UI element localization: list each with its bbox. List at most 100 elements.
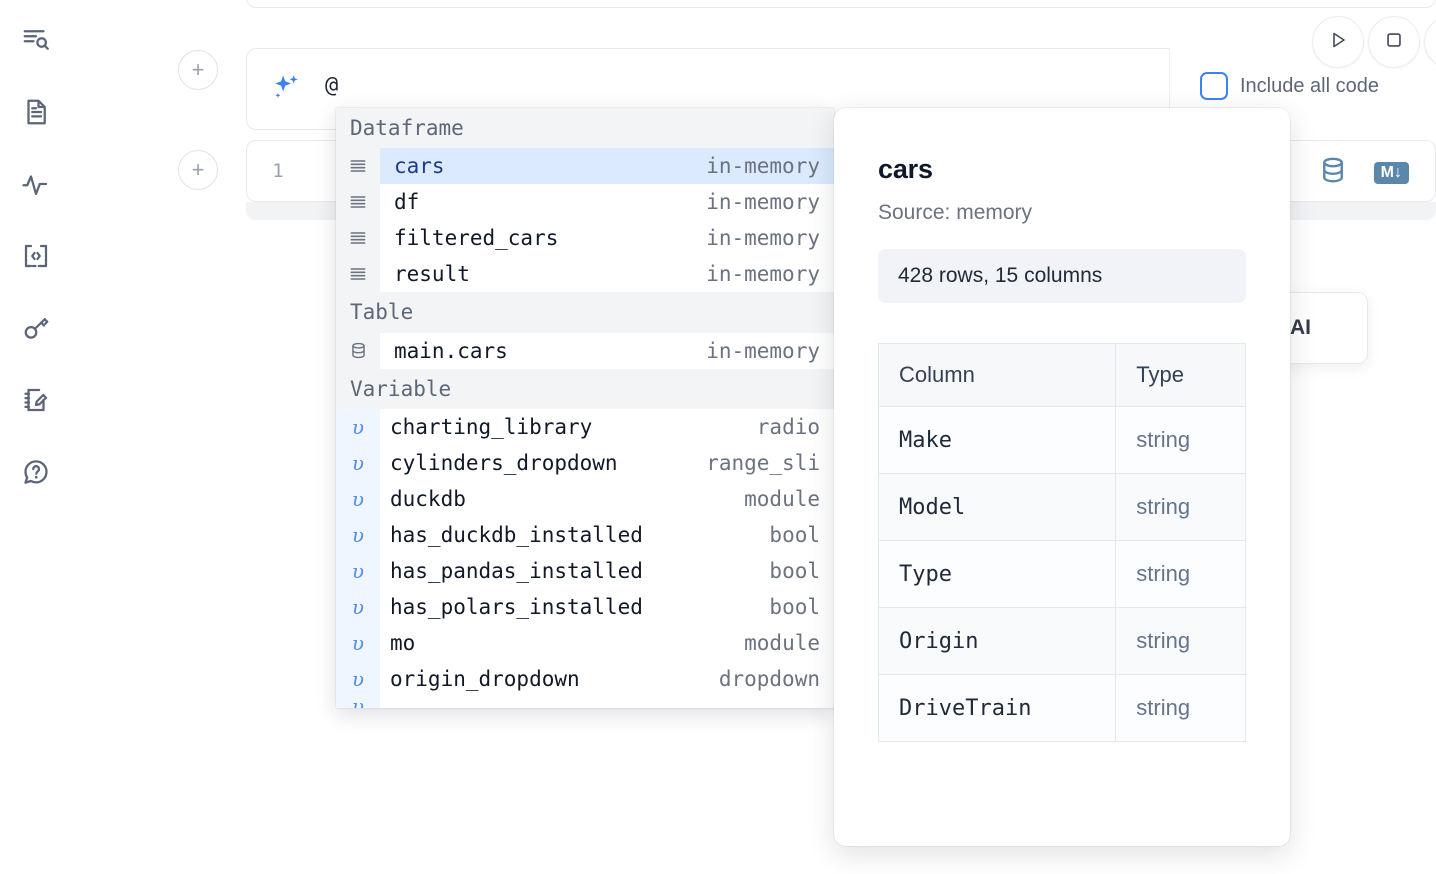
column-type-cell: string (1115, 473, 1246, 541)
column-name-cell: Model (877, 473, 1117, 541)
autocomplete-item-type: in-memory (706, 154, 820, 179)
dataframe-lines-icon (336, 148, 380, 185)
more-actions-button[interactable] (1424, 16, 1436, 68)
autocomplete-group-header: Variable (336, 368, 834, 410)
autocomplete-item-name: has_polars_installed (390, 595, 643, 620)
autocomplete-item-name: mo (390, 631, 416, 656)
column-type-cell: string (1115, 607, 1246, 675)
autocomplete-item[interactable]: result in-memory (336, 256, 834, 293)
sidebar-item-file[interactable] (14, 90, 58, 134)
help-chat-icon (21, 457, 51, 487)
include-all-code-label: Include all code (1240, 74, 1379, 97)
autocomplete-item[interactable]: υ origin_dropdown dropdown (336, 661, 834, 698)
autocomplete-item-type: module (744, 487, 820, 512)
variable-icon: υ (336, 697, 380, 708)
autocomplete-group-header: Table (336, 292, 834, 333)
add-cell-button-top[interactable]: + (178, 50, 218, 90)
preview-shape-badge: 428 rows, 15 columns (878, 249, 1246, 303)
database-icon (336, 332, 380, 369)
autocomplete-item-name: cylinders_dropdown (390, 451, 618, 476)
include-all-code-checkbox[interactable] (1200, 72, 1228, 100)
variable-icon: υ (336, 445, 380, 482)
variable-icon: υ (336, 553, 380, 590)
sidebar-rail (0, 0, 72, 874)
run-button[interactable] (1312, 16, 1364, 68)
sidebar-item-secrets[interactable] (14, 306, 58, 350)
column-name-cell: Origin (877, 607, 1117, 675)
column-header-type: Type (1115, 343, 1246, 407)
column-type-cell: string (1115, 540, 1246, 608)
autocomplete-item-partial[interactable]: υ (336, 697, 834, 708)
column-name-cell: Make (877, 406, 1117, 474)
autocomplete-item[interactable]: υ cylinders_dropdown range_sli (336, 445, 834, 482)
table-header-row: Column Type (877, 343, 1246, 407)
autocomplete-item-type: bool (769, 559, 820, 584)
autocomplete-group-header: Dataframe (336, 108, 834, 149)
notebook-pencil-icon (21, 385, 51, 415)
column-name-cell: DriveTrain (877, 674, 1117, 742)
ai-prompt-input[interactable] (325, 71, 1025, 100)
autocomplete-item-type: dropdown (718, 667, 820, 692)
line-number: 1 (272, 160, 284, 182)
database-icon[interactable] (1318, 155, 1348, 190)
cell-actions: M↓ (1318, 155, 1409, 190)
preview-source: Source: memory (878, 201, 1033, 224)
autocomplete-item-name: origin_dropdown (390, 667, 580, 692)
sidebar-item-scratchpad[interactable] (14, 378, 58, 422)
autocomplete-item[interactable]: df in-memory (336, 184, 834, 221)
autocomplete-item-name: charting_library (390, 415, 593, 440)
autocomplete-item-name: duckdb (390, 487, 466, 512)
column-type-cell: string (1115, 674, 1246, 742)
sidebar-item-snippets[interactable] (14, 234, 58, 278)
column-header-column: Column (877, 343, 1117, 407)
autocomplete-item[interactable]: υ charting_library radio (336, 409, 834, 446)
autocomplete-item-name: filtered_cars (394, 226, 559, 251)
add-cell-button-bottom[interactable]: + (178, 150, 218, 190)
dataframe-lines-icon (336, 220, 380, 257)
autocomplete-item[interactable]: cars in-memory (336, 148, 834, 185)
markdown-badge[interactable]: M↓ (1373, 161, 1409, 184)
column-type-cell: string (1115, 406, 1246, 474)
plus-icon: + (191, 157, 205, 182)
sidebar-item-explore[interactable] (14, 18, 58, 62)
sidebar-item-activity[interactable] (14, 162, 58, 206)
plus-icon: + (191, 57, 205, 82)
stop-button[interactable] (1368, 16, 1420, 68)
autocomplete-item-type: in-memory (706, 262, 820, 287)
autocomplete-item-type: in-memory (706, 338, 820, 363)
activity-pulse-icon (21, 169, 51, 199)
code-brackets-icon (21, 241, 51, 271)
autocomplete-item-type: in-memory (706, 226, 820, 251)
autocomplete-item-type: in-memory (706, 190, 820, 215)
include-all-code-row[interactable]: Include all code (1200, 72, 1379, 100)
autocomplete-item-name: cars (394, 154, 445, 179)
variable-icon: υ (336, 409, 380, 446)
stop-icon (1383, 29, 1405, 56)
sidebar-item-help[interactable] (14, 450, 58, 494)
autocomplete-item-type: range_sli (706, 451, 820, 476)
autocomplete-item-name: df (394, 190, 420, 215)
cell-above-partial (246, 0, 1436, 8)
autocomplete-item-type: radio (756, 415, 820, 440)
autocomplete-item-name: has_duckdb_installed (390, 523, 643, 548)
variable-icon: υ (336, 625, 380, 662)
autocomplete-item-name: result (394, 262, 470, 287)
variable-icon: υ (336, 661, 380, 698)
autocomplete-item[interactable]: filtered_cars in-memory (336, 220, 834, 257)
variable-icon: υ (336, 589, 380, 626)
preview-title: cars (878, 154, 933, 184)
